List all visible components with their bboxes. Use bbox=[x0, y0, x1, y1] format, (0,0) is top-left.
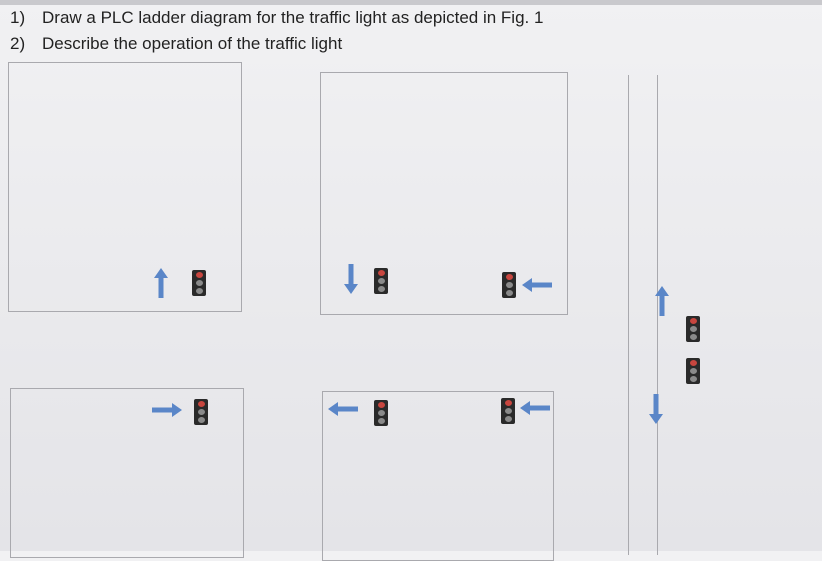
page-top-edge bbox=[0, 0, 822, 5]
arrow-left-icon bbox=[522, 278, 552, 292]
arrow-up-icon bbox=[655, 286, 669, 316]
amber-lamp bbox=[377, 410, 385, 416]
question-2-number: 2) bbox=[10, 34, 26, 53]
green-lamp bbox=[377, 286, 385, 292]
traffic-light-icon bbox=[374, 268, 388, 294]
red-lamp bbox=[505, 274, 513, 280]
arrow-down-icon bbox=[344, 264, 358, 294]
question-1: 1) Draw a PLC ladder diagram for the traf… bbox=[10, 8, 543, 28]
traffic-light-icon bbox=[502, 272, 516, 298]
road-block-bottom-left bbox=[10, 388, 244, 558]
question-2-text: Describe the operation of the traffic li… bbox=[42, 34, 343, 53]
amber-lamp bbox=[377, 278, 385, 284]
amber-lamp bbox=[195, 280, 203, 286]
traffic-light-icon bbox=[192, 270, 206, 296]
amber-lamp bbox=[505, 282, 513, 288]
question-1-text: Draw a PLC ladder diagram for the traffi… bbox=[42, 8, 544, 27]
arrow-left-icon bbox=[328, 402, 358, 416]
arrow-right-icon bbox=[152, 403, 182, 417]
amber-lamp bbox=[689, 326, 697, 332]
red-lamp bbox=[689, 318, 697, 324]
red-lamp bbox=[504, 400, 512, 406]
green-lamp bbox=[689, 334, 697, 340]
green-lamp bbox=[197, 417, 205, 423]
red-lamp bbox=[377, 402, 385, 408]
question-1-number: 1) bbox=[10, 8, 26, 27]
green-lamp bbox=[195, 288, 203, 294]
arrow-left-icon bbox=[520, 401, 550, 415]
amber-lamp bbox=[504, 408, 512, 414]
arrow-up-icon bbox=[154, 268, 168, 298]
green-lamp bbox=[505, 290, 513, 296]
traffic-light-icon bbox=[686, 316, 700, 342]
green-lamp bbox=[689, 376, 697, 382]
amber-lamp bbox=[197, 409, 205, 415]
traffic-light-icon bbox=[374, 400, 388, 426]
road-lane-right bbox=[628, 75, 658, 555]
traffic-light-icon bbox=[686, 358, 700, 384]
red-lamp bbox=[377, 270, 385, 276]
road-block-top-center bbox=[320, 72, 568, 315]
green-lamp bbox=[377, 418, 385, 424]
red-lamp bbox=[689, 360, 697, 366]
amber-lamp bbox=[689, 368, 697, 374]
red-lamp bbox=[195, 272, 203, 278]
traffic-light-icon bbox=[501, 398, 515, 424]
green-lamp bbox=[504, 416, 512, 422]
question-2: 2) Describe the operation of the traffic … bbox=[10, 34, 342, 54]
red-lamp bbox=[197, 401, 205, 407]
traffic-light-icon bbox=[194, 399, 208, 425]
road-block-top-left bbox=[8, 62, 242, 312]
arrow-down-icon bbox=[649, 394, 663, 424]
